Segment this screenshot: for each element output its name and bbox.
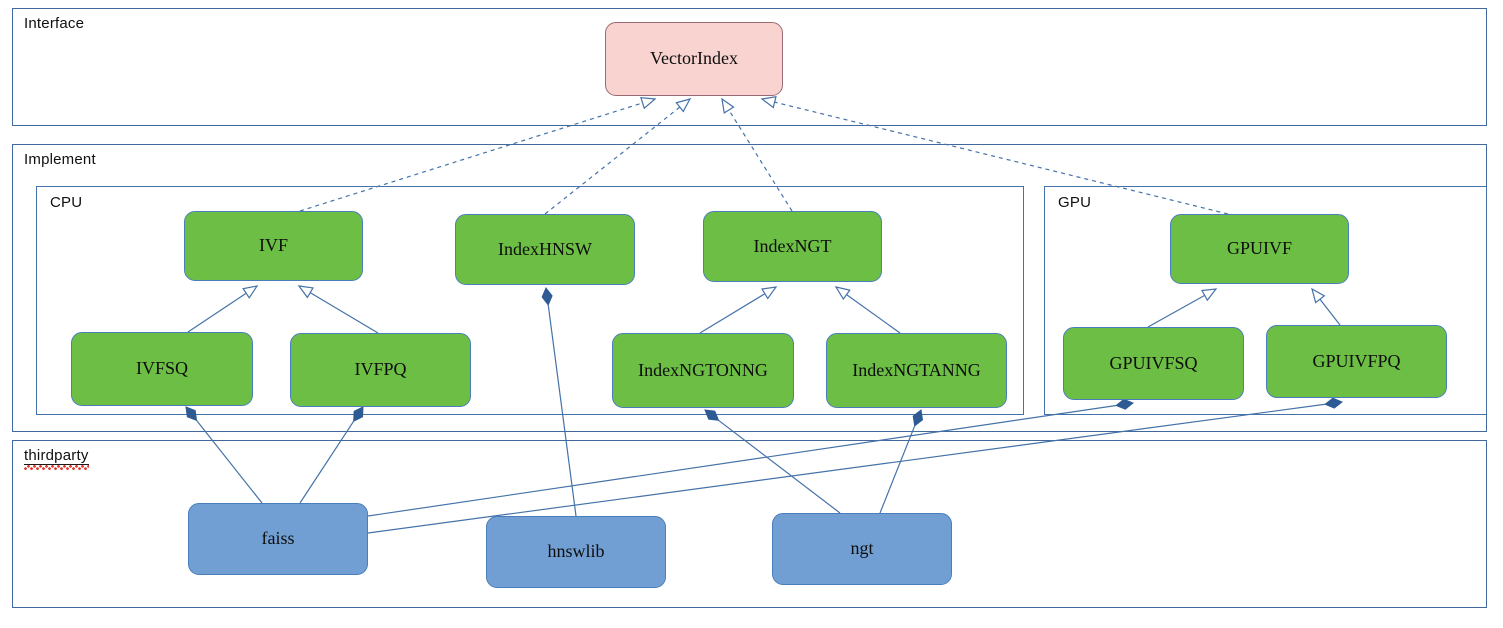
package-label-cpu: CPU [50,194,83,211]
class-node-label: IVF [258,235,288,256]
class-node-label: IVFPQ [354,359,407,380]
class-node-ivf[interactable]: IVF [184,211,363,281]
class-node-label: IndexNGTONNG [638,359,768,380]
package-label-thirdparty: thirdparty [24,447,89,470]
class-node-vectorindex[interactable]: VectorIndex [605,22,783,96]
class-node-label: ngt [850,538,874,559]
class-node-indexngt[interactable]: IndexNGT [703,211,882,282]
class-node-label: GPUIVFSQ [1109,352,1198,373]
package-label-interface: Interface [24,15,85,32]
class-node-ivfsq[interactable]: IVFSQ [71,332,253,406]
class-node-label: VectorIndex [650,48,738,69]
class-node-label: IndexNGT [753,235,832,256]
class-node-label: IndexHNSW [498,238,592,259]
class-node-gpuivf[interactable]: GPUIVF [1170,214,1349,284]
class-node-indexngtanng[interactable]: IndexNGTANNG [826,333,1007,408]
class-node-indexngtonng[interactable]: IndexNGTONNG [612,333,794,408]
class-node-label: IVFSQ [135,358,188,379]
class-node-ngt[interactable]: ngt [772,513,952,585]
package-label-gpu: GPU [1058,194,1092,211]
package-label-implement: Implement [24,151,96,168]
class-node-label: GPUIVF [1226,238,1292,259]
class-node-faiss[interactable]: faiss [188,503,368,575]
class-node-ivfpq[interactable]: IVFPQ [290,333,471,407]
spellcheck-underline: thirdparty [24,447,89,470]
class-node-label: hnswlib [547,541,605,562]
class-node-label: faiss [261,528,295,549]
class-node-indexhnsw[interactable]: IndexHNSW [455,214,635,285]
class-node-label: GPUIVFPQ [1312,350,1401,371]
class-node-label: IndexNGTANNG [852,359,981,380]
class-node-hnswlib[interactable]: hnswlib [486,516,666,588]
class-node-gpuivfpq[interactable]: GPUIVFPQ [1266,325,1447,398]
class-node-gpuivfsq[interactable]: GPUIVFSQ [1063,327,1244,400]
